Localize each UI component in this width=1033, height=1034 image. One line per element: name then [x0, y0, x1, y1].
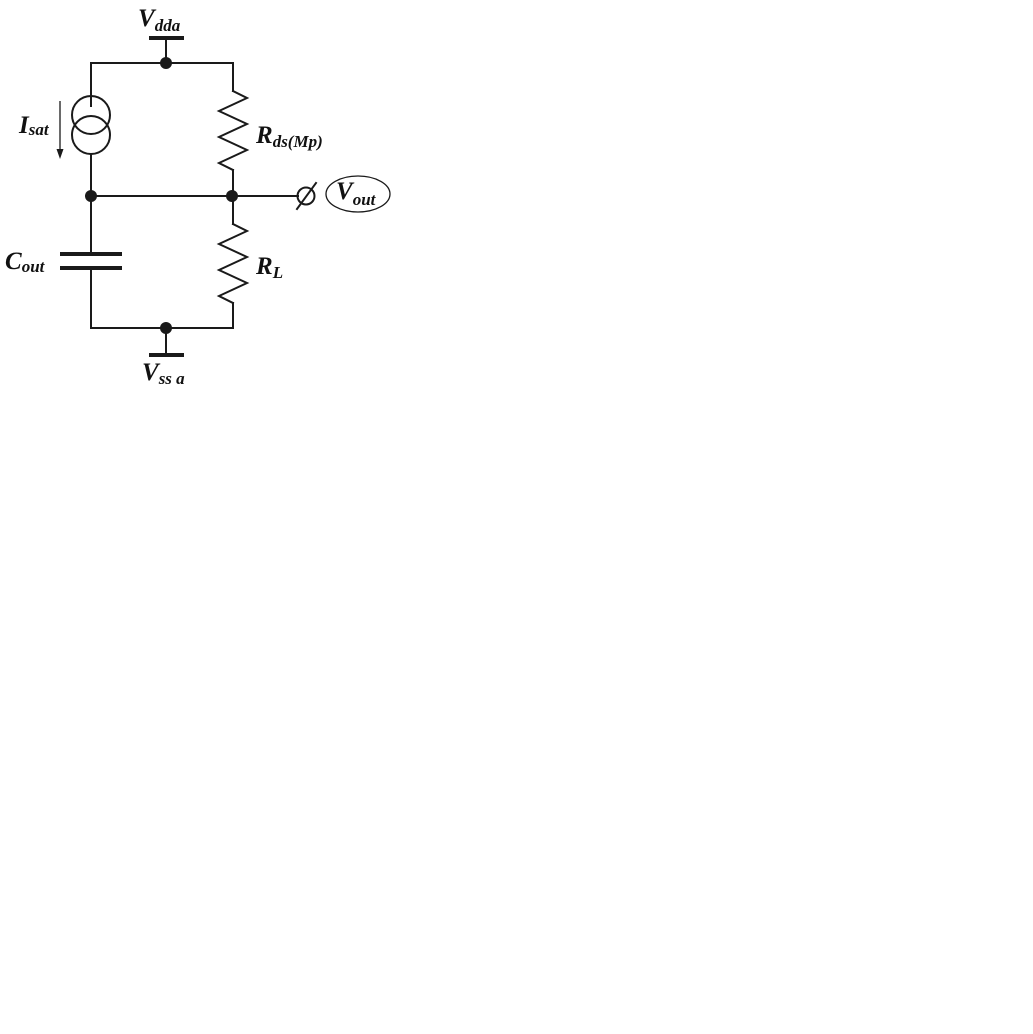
rds-resistor: [216, 89, 250, 172]
slashed-circle-icon: [295, 181, 318, 211]
isat-label: Isat: [18, 112, 50, 139]
rds-label: Rds(Mp): [255, 122, 323, 151]
down-arrow-icon: [56, 101, 64, 159]
vout-label: Vout: [336, 178, 377, 209]
cout-capacitor: [60, 252, 122, 270]
junction-dot-top: [160, 57, 172, 69]
junction-dot-bottom: [160, 322, 172, 334]
vss-label: Vss a: [142, 359, 185, 388]
vdd-label: Vdda: [138, 5, 181, 35]
junction-dot-right: [226, 190, 238, 202]
junction-dot-left: [85, 190, 97, 202]
rl-label: RL: [255, 253, 283, 282]
cout-label: Cout: [5, 248, 46, 276]
vout-ellipse: [325, 175, 391, 213]
rl-resistor: [216, 222, 250, 305]
